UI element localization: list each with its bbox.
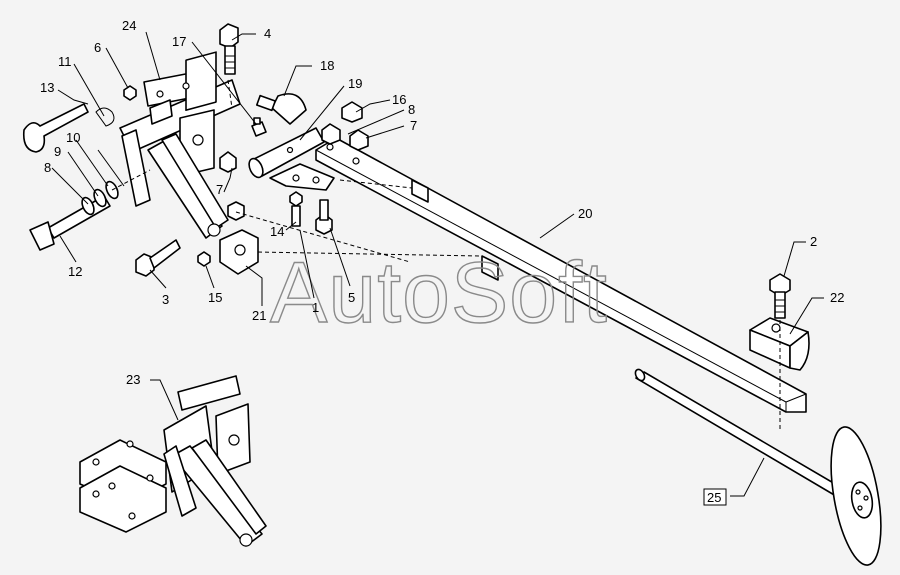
lower-rod-with-disc [634,368,882,566]
lynch-pin-14 [22,103,115,153]
watermark: AutoSoft [270,245,608,341]
link-arm [147,133,229,239]
callout-14: 13 [40,80,54,95]
assembly-lines [111,79,481,263]
nut-7-upper [219,151,237,173]
callout-25: 24 [122,18,136,33]
callout-3: 3 [162,292,169,307]
callout-19: 18 [320,58,334,73]
callout-15: 14 [270,224,284,239]
callout-21: 20 [578,206,592,221]
mounting-bracket [119,51,241,207]
nut-mid [227,201,245,221]
nut-6 [123,85,137,101]
callout-26: 25 [707,490,721,505]
callout-1: 1 [312,300,319,315]
grease-nipple-18 [251,117,267,137]
bolt-2 [769,273,791,319]
callout-17: 16 [392,92,406,107]
callout-8: 8 [408,102,415,117]
callout-26-box [703,488,727,506]
callout-2: 2 [810,234,817,249]
callout-24: 23 [126,372,140,387]
callout-22: 21 [252,308,266,323]
tube-20 [248,127,335,191]
nut-8 [321,123,341,145]
bolt-4 [219,23,239,75]
callout-7-right: 7 [410,118,417,133]
nut-7-beam [349,129,369,151]
callout-9: 8 [44,160,51,175]
callout-4: 4 [264,26,271,41]
bolt-5 [315,199,333,235]
detail-assembly-24 [79,375,267,547]
nut-16 [197,251,211,267]
callout-7-left: 7 [216,182,223,197]
callout-11: 10 [66,130,80,145]
callout-20: 19 [348,76,362,91]
callout-6: 6 [94,40,101,55]
pin-13 [29,180,119,251]
nut-17 [341,101,363,123]
rubber-cap-19 [255,93,307,125]
callout-12: 11 [58,54,72,69]
callout-23: 22 [830,290,844,305]
callout-18: 17 [172,34,186,49]
callout-16: 15 [208,290,222,305]
bolt-15 [289,191,303,227]
leader-lines [51,31,824,497]
callout-5: 5 [348,290,355,305]
bolt-3 [135,239,181,277]
callout-10: 9 [54,144,61,159]
callout-13: 12 [68,264,82,279]
clevis-22 [219,229,259,275]
callout-labels: 4 24 6 17 18 19 16 8 7 11 13 10 9 8 12 3… [40,18,844,506]
